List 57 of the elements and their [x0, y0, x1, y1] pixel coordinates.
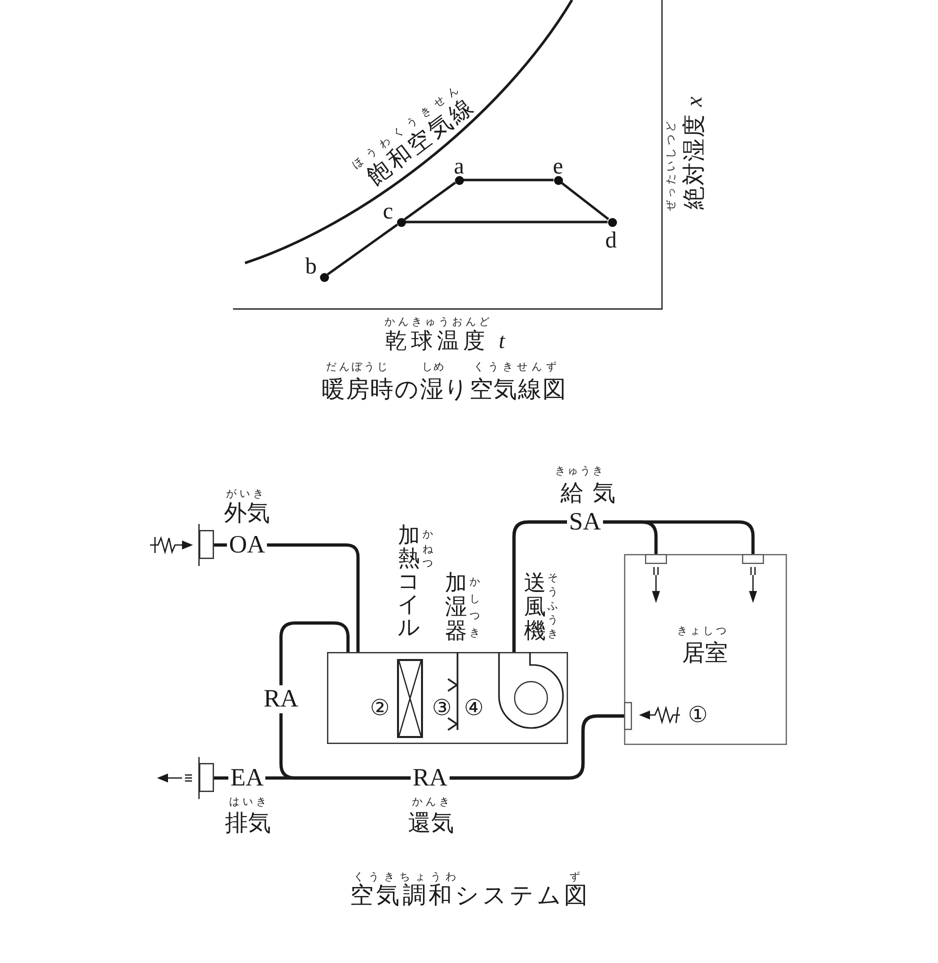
furigana: かんき: [412, 797, 452, 809]
furigana: しめ: [422, 362, 445, 374]
air-louver: [198, 757, 214, 799]
callout-number: ②: [370, 696, 390, 720]
process-line: [464, 178, 554, 182]
air-type-label: 排気: [225, 810, 271, 836]
furigana: ぜったいしつど: [666, 118, 678, 212]
data-point: [320, 272, 328, 282]
component-label: 加熱コイル: [396, 524, 422, 638]
furigana: かしつき: [469, 576, 481, 641]
furigana: はいき: [229, 797, 270, 809]
air-type-label: 還気: [408, 810, 454, 836]
data-point: [554, 176, 562, 184]
furigana: くうきせんず: [473, 362, 560, 374]
duct-line: [512, 520, 755, 652]
room-label: 居室: [682, 640, 728, 666]
room-box: [624, 554, 787, 745]
figure-caption: 暖房時の湿り空気線図: [322, 378, 567, 404]
point-label: d: [605, 227, 617, 253]
duct-label: RA: [262, 685, 300, 713]
air-handling-unit: [327, 652, 568, 744]
furigana: だんぼうじ: [326, 362, 390, 374]
air-type-label: 給気: [560, 480, 624, 506]
supply-diffuser: [645, 554, 667, 564]
data-point: [608, 218, 616, 226]
process-line: [326, 224, 398, 276]
process-line: [560, 182, 610, 220]
point-label: a: [454, 153, 464, 179]
axis-label: 絶対湿度 x: [681, 96, 707, 210]
return-grille: [624, 702, 632, 730]
furigana: がいき: [226, 489, 266, 501]
component-label: 加湿器: [444, 571, 468, 643]
point-label: b: [305, 253, 317, 279]
air-type-label: 外気: [224, 500, 270, 526]
process-line: [404, 182, 456, 220]
furigana: ず: [570, 872, 580, 884]
furigana: きょしつ: [677, 626, 729, 638]
callout-number: ③: [432, 696, 452, 720]
point-label: c: [382, 198, 394, 224]
heating-coil-symbol: [397, 659, 423, 738]
process-line: [406, 220, 608, 224]
fan-symbol: [497, 652, 565, 730]
data-point: [454, 176, 464, 184]
data-point: [396, 218, 406, 226]
axis-label: 乾球温度 t: [385, 328, 509, 354]
furigana: かねつ: [422, 528, 434, 572]
furigana: きゅうき: [554, 466, 605, 478]
furigana: くうきちょうわ: [353, 872, 462, 884]
component-label: 送風機: [523, 571, 547, 643]
callout-number: ①: [688, 702, 708, 728]
furigana: かんきゅうおんど: [384, 317, 492, 329]
point-label: e: [552, 153, 564, 179]
air-louver: [198, 524, 214, 566]
furigana: そうふうき: [547, 572, 559, 642]
figure-caption: 空気調和システム図: [350, 884, 590, 910]
supply-diffuser: [742, 554, 764, 564]
callout-number: ④: [464, 696, 484, 720]
